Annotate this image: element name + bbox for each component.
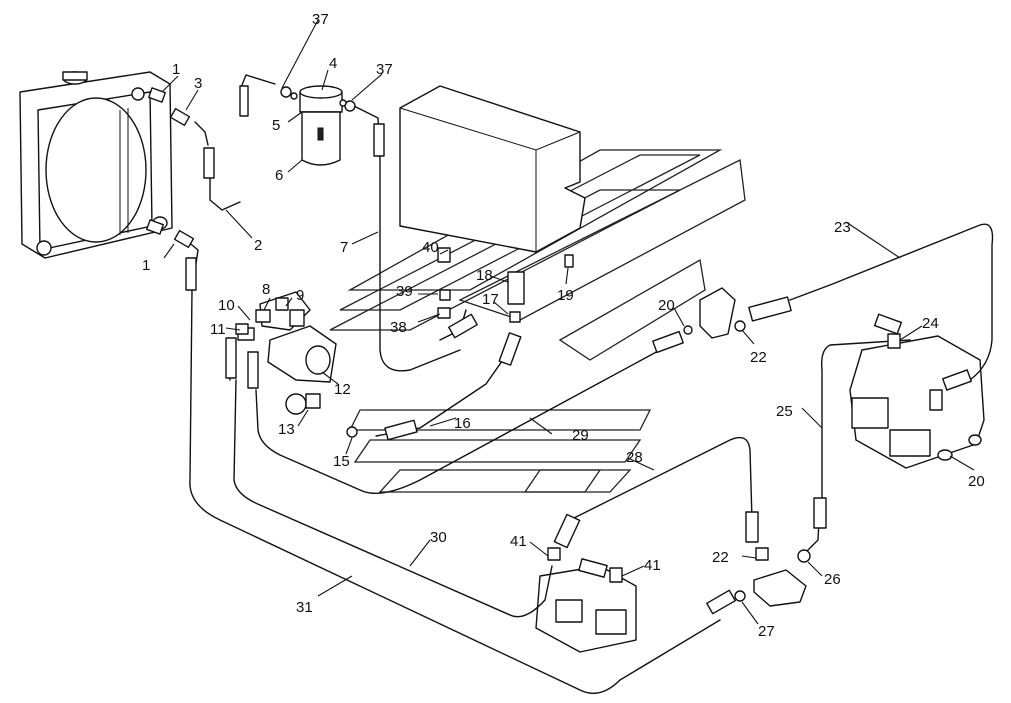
hose-25 <box>820 339 911 501</box>
bottom-valve-bank <box>535 565 637 653</box>
callout-26: 26 <box>824 571 841 588</box>
fittings <box>146 85 972 615</box>
hose-31 <box>185 239 721 694</box>
callout-19: 19 <box>557 287 574 304</box>
callout-6: 6 <box>275 167 283 184</box>
callout-5: 5 <box>272 117 280 134</box>
callout-1a: 1 <box>172 61 180 78</box>
callout-41b: 41 <box>644 557 661 574</box>
callout-16: 16 <box>454 415 471 432</box>
hose-16 <box>375 343 515 437</box>
callout-22b: 22 <box>712 549 729 566</box>
callout-1b: 1 <box>142 257 150 274</box>
callout-8: 8 <box>262 281 270 298</box>
hose-29 <box>255 349 661 495</box>
callout-39: 39 <box>396 283 413 300</box>
callout-10: 10 <box>218 297 235 314</box>
callout-23: 23 <box>834 219 851 236</box>
valve-plate <box>753 569 807 607</box>
callout-38: 38 <box>390 319 407 336</box>
hoses <box>185 74 994 694</box>
callout-4: 4 <box>329 55 337 72</box>
hose-7 <box>341 99 461 372</box>
right-valve-bank <box>849 335 985 469</box>
callout-30: 30 <box>430 529 447 546</box>
callout-37b: 37 <box>376 61 393 78</box>
callout-40: 40 <box>422 239 439 256</box>
manifold-block <box>699 287 736 339</box>
callout-20b: 20 <box>968 473 985 490</box>
callout-25: 25 <box>776 403 793 420</box>
callout-18: 18 <box>476 267 493 284</box>
callout-12: 12 <box>334 381 351 398</box>
hose-28 <box>569 436 753 521</box>
hose-30 <box>233 379 553 618</box>
callout-22a: 22 <box>750 349 767 366</box>
callout-28: 28 <box>626 449 643 466</box>
callout-41a: 41 <box>510 533 527 550</box>
hose-23 <box>789 223 994 381</box>
callout-24: 24 <box>922 315 939 332</box>
radiator <box>19 71 173 259</box>
callout-17: 17 <box>482 291 499 308</box>
callout-15: 15 <box>333 453 350 470</box>
callout-2: 2 <box>254 237 262 254</box>
callout-9: 9 <box>296 287 304 304</box>
callout-29: 29 <box>572 427 589 444</box>
callout-11: 11 <box>210 321 226 338</box>
callout-7: 7 <box>340 239 348 256</box>
hydraulic-tank <box>399 85 586 268</box>
callout-37a: 37 <box>312 11 329 28</box>
callout-labels: 1 1 2 3 4 5 6 7 8 9 10 11 12 13 15 16 17… <box>142 11 985 640</box>
callout-27: 27 <box>758 623 775 640</box>
leader-lines <box>161 19 975 625</box>
callout-13: 13 <box>278 421 295 438</box>
callout-20a: 20 <box>658 297 675 314</box>
oil-filter <box>299 85 343 166</box>
callout-31: 31 <box>296 599 313 616</box>
callout-3: 3 <box>194 75 202 92</box>
